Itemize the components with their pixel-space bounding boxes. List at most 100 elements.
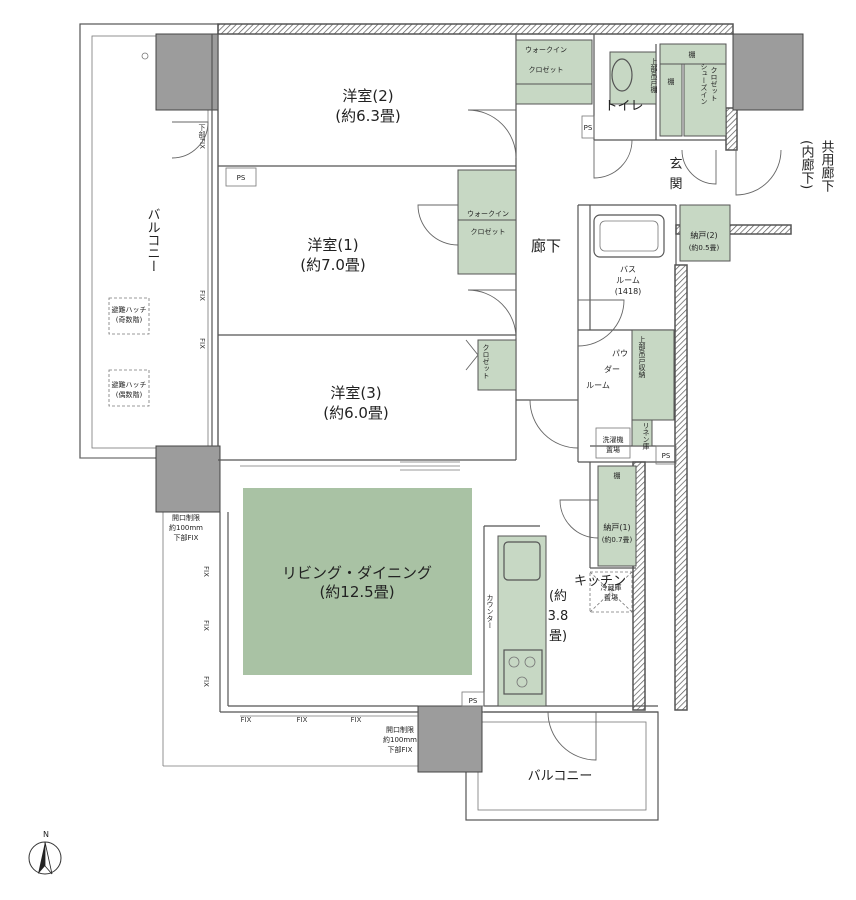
ps-bedroom-label: PS xyxy=(237,174,246,182)
storage2-area: (約0.5畳) xyxy=(689,243,720,252)
powder-name-3: ルーム xyxy=(586,381,610,390)
evacuation-hatch-odd xyxy=(108,297,150,335)
south-balcony xyxy=(465,711,659,821)
bedroom2-area: (約6.3畳) xyxy=(335,107,401,125)
counter-label: カウンター xyxy=(486,594,494,629)
ps-kitchen-label: PS xyxy=(469,697,478,705)
opening-s-label-3: 下部FIX xyxy=(388,745,413,754)
linen-label: リネン庫 xyxy=(642,422,650,451)
bath-name-1: バス xyxy=(620,265,636,274)
washer-space xyxy=(595,427,631,459)
wic-mid-label-1: ウォークイン xyxy=(467,210,509,218)
fix-label-8: FIX xyxy=(351,716,362,724)
bedroom1-area: (約7.0畳) xyxy=(300,256,366,274)
fridge-label-2: 置場 xyxy=(604,593,618,602)
windows xyxy=(240,461,460,717)
living-area: (約12.5畳) xyxy=(319,583,394,601)
washer-label-2: 置場 xyxy=(606,445,620,454)
storage1-area: (約0.7畳) xyxy=(602,535,633,544)
living-name: リビング・ダイニング xyxy=(282,564,432,582)
doors xyxy=(171,109,782,761)
powder-name-2: ダー xyxy=(604,364,620,374)
storage1-shelf-label: 棚 xyxy=(614,471,621,480)
balcony-west-name: バルコニー xyxy=(145,208,161,273)
kitchen-area-1: (約 xyxy=(549,589,567,604)
wic-top-label-2: クロゼット xyxy=(529,65,564,74)
column-ne xyxy=(732,33,804,111)
walk-in-closet-mid-lower xyxy=(457,219,517,275)
fix-label-5: FIX xyxy=(202,676,210,687)
column-s xyxy=(417,705,483,773)
storage2-name: 納戸(2) xyxy=(690,230,717,240)
kitchen-area-3: 畳) xyxy=(549,629,567,644)
bath-size: (1418) xyxy=(615,287,642,296)
shelf-side-label: 棚 xyxy=(668,77,675,86)
linen-cabinet xyxy=(631,419,653,447)
ps-powder xyxy=(655,445,677,465)
north-arrow-icon xyxy=(28,841,62,875)
evacuation-hatch-even xyxy=(108,369,150,407)
fridge-space xyxy=(589,571,633,613)
living-dining-floor xyxy=(243,488,472,675)
ps-toilet-label: PS xyxy=(584,124,593,132)
corridor-name: 廊下 xyxy=(531,237,561,255)
hatch-odd-label-2: (奇数階) xyxy=(116,315,143,324)
bath-name-2: ルーム xyxy=(616,276,640,285)
kitchen-name: キッチン xyxy=(574,574,626,589)
upper-shelf-label: 上部吊戸棚 xyxy=(650,57,658,94)
upper-storage xyxy=(631,329,675,421)
shoes-shelf-side xyxy=(659,63,683,137)
fix-label-2: FIX xyxy=(198,338,206,349)
storage2 xyxy=(679,204,731,262)
common-corridor-label-2: (内廊下) xyxy=(799,140,815,189)
powder-name-1: パウ xyxy=(612,349,628,358)
opening-w-label-2: 約100mm xyxy=(169,523,203,532)
bathtub xyxy=(593,214,665,258)
ps-kitchen xyxy=(461,691,485,707)
cooktop xyxy=(503,649,543,695)
storage1 xyxy=(597,465,637,567)
bedroom2-name: 洋室(2) xyxy=(342,87,393,105)
fix-label-1: FIX xyxy=(198,290,206,301)
opening-s-label-2: 約100mm xyxy=(383,735,417,744)
entrance-name-2: 関 xyxy=(669,177,682,192)
closet-bedroom3 xyxy=(477,339,517,391)
fixtures xyxy=(225,58,677,707)
shoes-label-1: シューズイン xyxy=(700,63,708,105)
shelf-top-label: 棚 xyxy=(689,50,696,59)
wic-mid-label-2: クロゼット xyxy=(471,227,506,236)
storage1-name: 納戸(1) xyxy=(603,522,630,532)
closet3-label: クロゼット xyxy=(482,344,490,379)
kitchen-counter xyxy=(497,535,547,707)
entrance-name-1: 玄 xyxy=(669,157,682,172)
toilet-name: トイレ xyxy=(604,99,643,114)
washer-label-1: 洗濯機 xyxy=(603,435,624,444)
kitchen-area-2: 3.8 xyxy=(548,609,569,624)
bedroom3-name: 洋室(3) xyxy=(330,384,381,402)
hatch-even-label-2: (偶数階) xyxy=(116,390,143,399)
lower-fix-label: 下部FIX xyxy=(198,124,206,149)
opening-w-label-1: 開口制限 xyxy=(172,513,200,522)
ps-bedroom xyxy=(225,167,257,187)
interior-walls xyxy=(211,34,726,713)
column-nw xyxy=(155,33,219,111)
wic-top-label-1: ウォークイン xyxy=(525,46,567,54)
columns xyxy=(155,33,804,773)
kitchen-sink xyxy=(503,541,541,581)
fix-label-3: FIX xyxy=(202,566,210,577)
ps-toilet xyxy=(581,115,595,139)
fix-label-6: FIX xyxy=(241,716,252,724)
walk-in-closet-top xyxy=(515,39,593,85)
hatch-even-label-1: 避難ハッチ xyxy=(112,380,147,389)
toilet-fixture xyxy=(611,58,633,92)
hatch-odd-label-1: 避難ハッチ xyxy=(112,305,147,314)
closets xyxy=(457,39,731,707)
bedroom1-name: 洋室(1) xyxy=(307,236,358,254)
fix-label-4: FIX xyxy=(202,620,210,631)
fridge-label-1: 冷蔵庫 xyxy=(601,583,622,592)
upper-storage-label: 上部吊戸収納 xyxy=(638,335,646,379)
opening-s-label-1: 開口制限 xyxy=(386,725,414,734)
column-w xyxy=(155,445,221,513)
walk-in-closet-top-lower xyxy=(515,83,593,105)
